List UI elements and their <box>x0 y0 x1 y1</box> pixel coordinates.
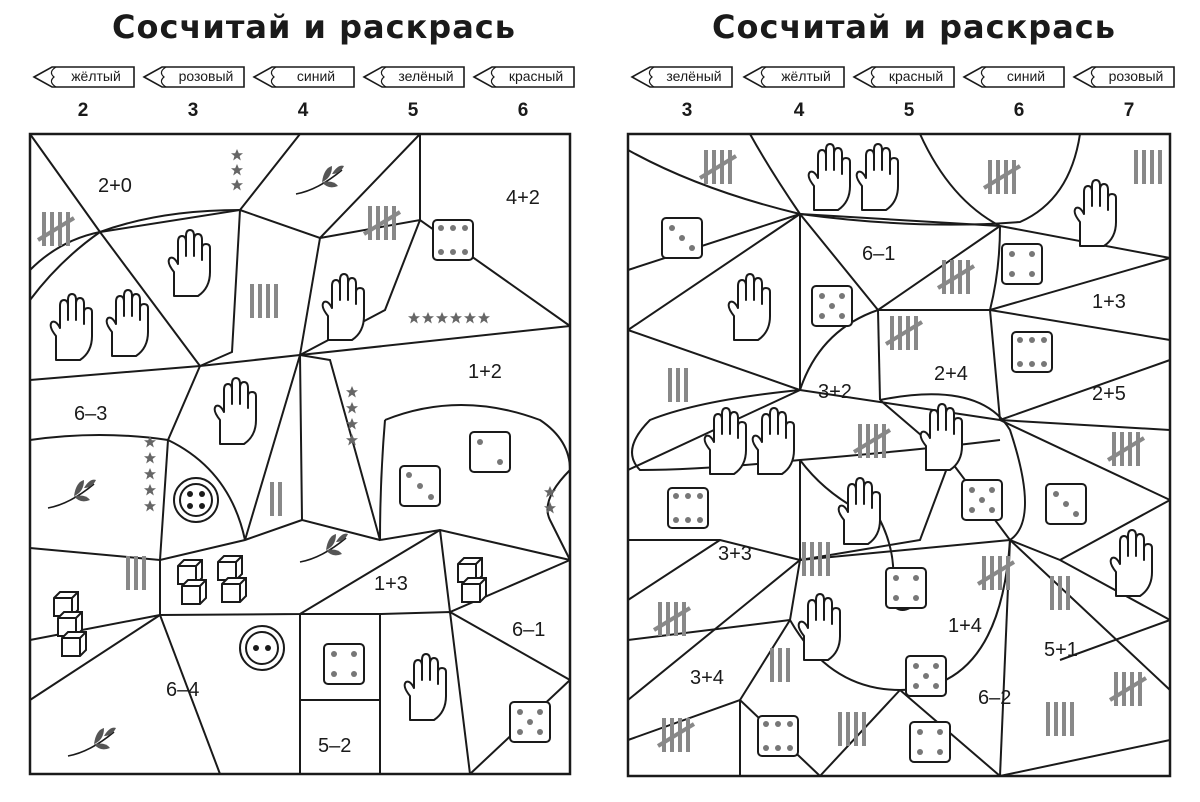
pencil-blue[interactable]: синий <box>960 64 1066 90</box>
expression-label: 5+1 <box>1044 639 1078 661</box>
die-icon <box>961 479 1003 521</box>
die-icon <box>811 285 853 327</box>
die-icon <box>323 643 365 685</box>
expression-label: 6–1 <box>862 243 895 265</box>
expression-label: 4+2 <box>506 187 540 209</box>
die-icon <box>399 465 441 507</box>
pencil-green[interactable]: зелёный <box>360 64 466 90</box>
die-icon <box>905 655 947 697</box>
pencil-number: 6 <box>517 100 529 121</box>
pencil-yellow[interactable]: жёлтый <box>30 64 136 90</box>
die-icon <box>661 217 703 259</box>
pencil-red[interactable]: красный <box>850 64 956 90</box>
cube-stack-icon <box>457 557 487 603</box>
die-icon <box>432 219 474 261</box>
pencil-number: 3 <box>681 100 693 121</box>
expression-label: 3+2 <box>818 381 852 403</box>
expression-label: 6–2 <box>978 687 1011 709</box>
right-page-title: Сосчитай и раскрась <box>712 8 1116 46</box>
pencil-red[interactable]: красный <box>470 64 576 90</box>
pencil-number: 5 <box>903 100 915 121</box>
expression-label: 6–3 <box>74 403 107 425</box>
left-page-title: Сосчитай и раскрась <box>112 8 516 46</box>
left-coloring-area: 2+0 4+2 1+2 6–3 1+3 6–1 6–4 5–2 <box>28 132 572 776</box>
expression-label: 2+4 <box>934 363 968 385</box>
expression-label: 3+4 <box>690 667 724 689</box>
expression-label: 1+2 <box>468 361 502 383</box>
pencil-number: 2 <box>77 100 89 121</box>
expression-label: 6–1 <box>512 619 545 641</box>
pencil-yellow[interactable]: жёлтый <box>740 64 846 90</box>
expression-label: 1+4 <box>948 615 982 637</box>
die-icon <box>885 567 927 609</box>
die-icon <box>1001 243 1043 285</box>
pencil-green[interactable]: зелёный <box>628 64 734 90</box>
expression-label: 1+3 <box>1092 291 1126 313</box>
pencil-number: 7 <box>1123 100 1135 121</box>
expression-label: 1+3 <box>374 573 408 595</box>
die-icon <box>1011 331 1053 373</box>
die-icon <box>1045 483 1087 525</box>
pencil-number: 4 <box>297 100 309 121</box>
pencil-pink[interactable]: розовый <box>140 64 246 90</box>
pencil-blue[interactable]: синий <box>250 64 356 90</box>
die-icon <box>509 701 551 743</box>
sewing-button-icon <box>239 625 285 671</box>
sewing-button-icon <box>173 477 219 523</box>
pencil-number: 3 <box>187 100 199 121</box>
expression-label: 6–4 <box>166 679 199 701</box>
expression-label: 5–2 <box>318 735 351 757</box>
right-coloring-area: 6–1 1+3 3+2 2+4 2+5 3+3 1+4 5+1 3+4 6–2 <box>626 132 1172 778</box>
pencil-pink[interactable]: розовый <box>1070 64 1176 90</box>
pencil-number: 4 <box>793 100 805 121</box>
die-icon <box>469 431 511 473</box>
die-icon <box>667 487 709 529</box>
pencil-number: 6 <box>1013 100 1025 121</box>
pencil-number: 5 <box>407 100 419 121</box>
die-icon <box>757 715 799 757</box>
die-icon <box>909 721 951 763</box>
expression-label: 2+5 <box>1092 383 1126 405</box>
expression-label: 2+0 <box>98 175 132 197</box>
expression-label: 3+3 <box>718 543 752 565</box>
